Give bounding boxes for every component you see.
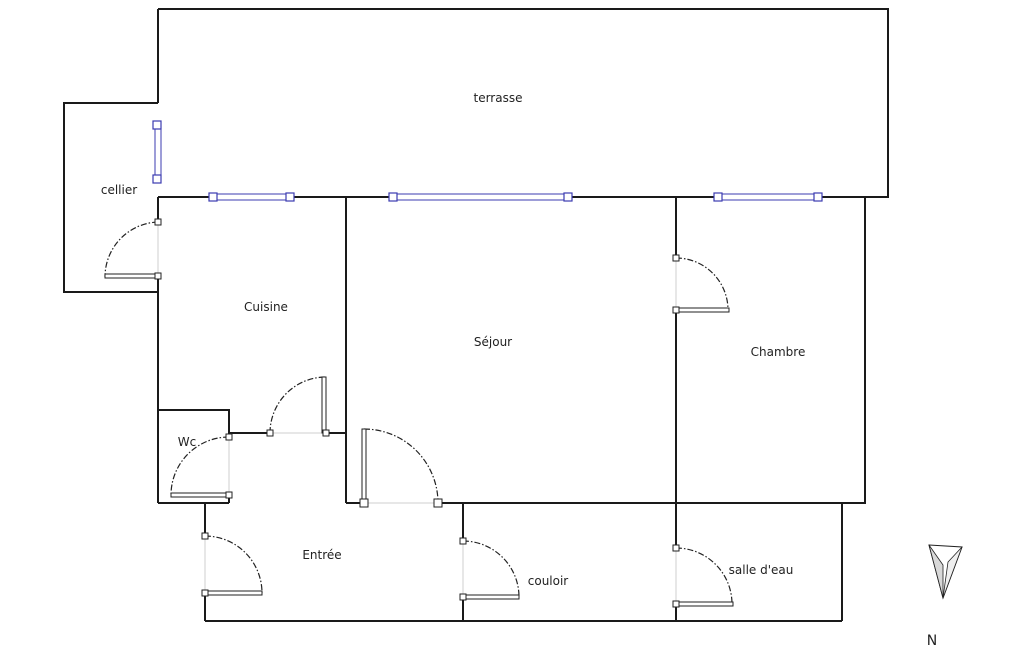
window-cellier [152,120,162,184]
door-cuisine [266,376,330,437]
room-label-chambre: Chambre [751,345,806,359]
window-sejour [388,192,573,202]
north-arrow-icon [928,544,963,600]
chambre-east-wall [841,197,866,621]
window-chambre [713,192,823,202]
doors [104,218,734,608]
door-sejour [359,428,443,508]
room-label-terrasse: terrasse [474,91,523,105]
room-label-entree: Entrée [302,548,341,562]
door-entree [201,532,263,597]
opening-lines [157,222,677,604]
room-label-cellier: cellier [101,183,137,197]
room-label-sejour: Séjour [474,335,512,349]
room-label-cuisine: Cuisine [244,300,288,314]
door-salle-deau [672,544,734,608]
door-chambre [672,254,730,314]
cellier-outline [63,102,158,293]
room-label-wc: Wc [178,435,196,449]
room-label-couloir: couloir [528,574,569,588]
north-label: N [927,633,937,649]
door-cellier [104,218,162,280]
windows [152,120,823,202]
room-label-salle-deau: salle d'eau [729,563,794,577]
terrasse-outline [158,8,889,198]
room-labels: terrasse cellier Cuisine Séjour Chambre … [101,91,806,588]
door-wc [170,433,233,499]
wc-walls [158,409,230,437]
window-cuisine [208,192,295,202]
door-couloir [459,537,520,601]
